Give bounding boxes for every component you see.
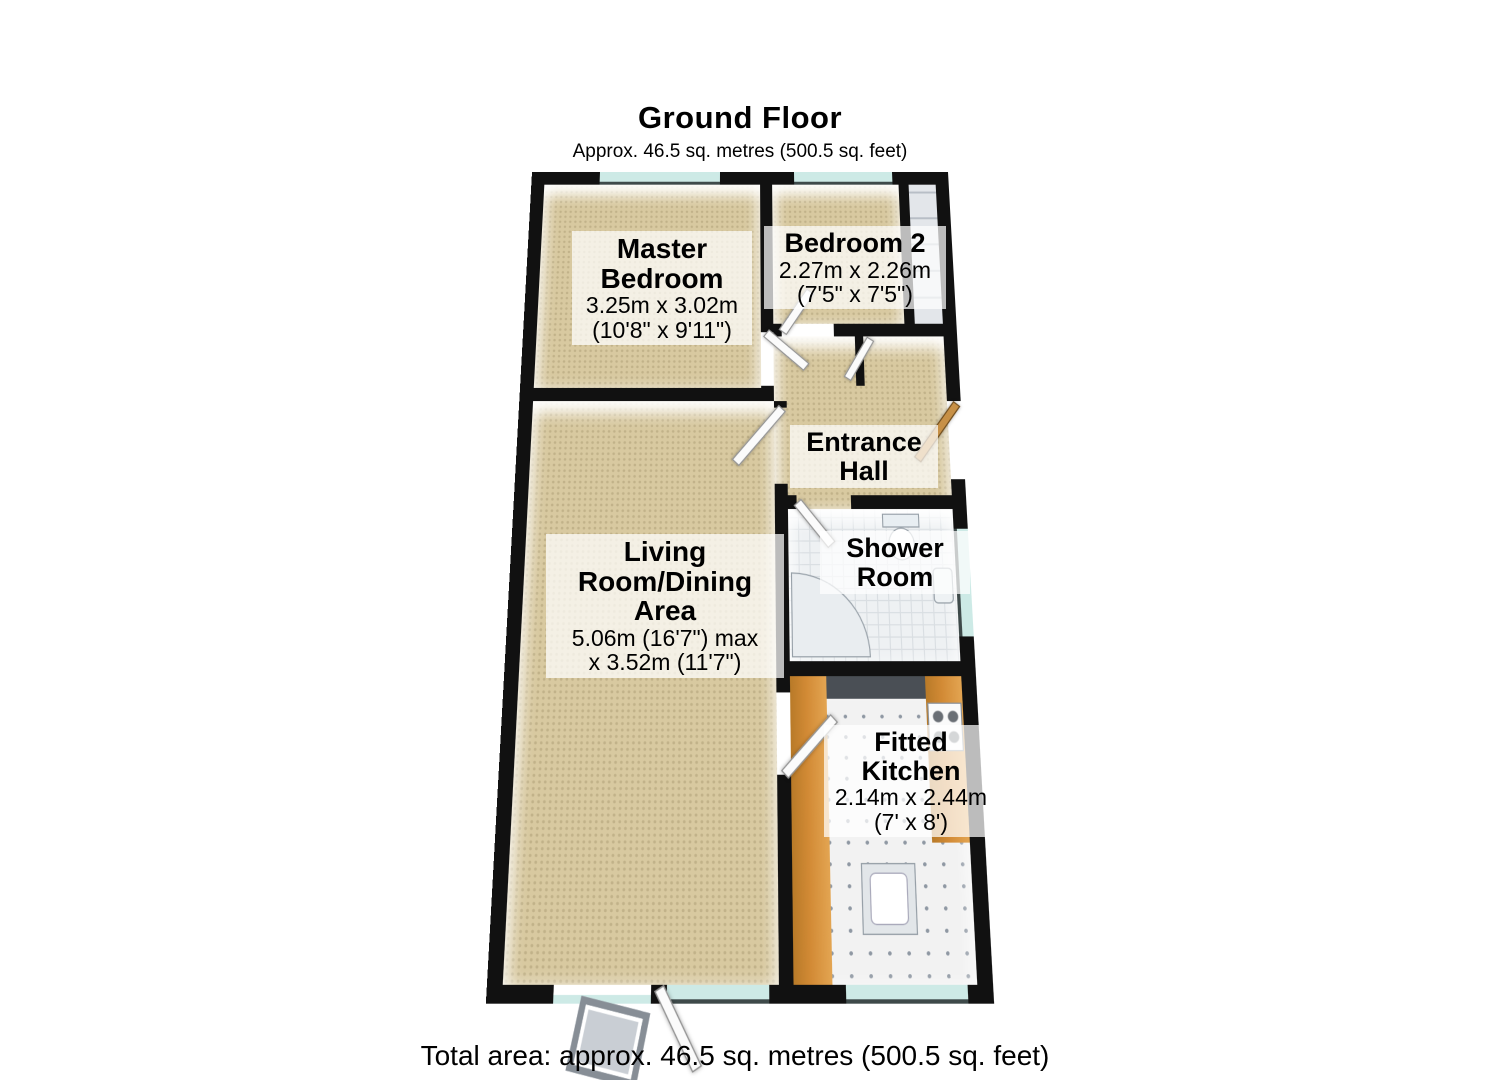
wall-living-right-c (777, 774, 794, 985)
page-subtitle: Approx. 46.5 sq. metres (500.5 sq. feet) (572, 141, 908, 162)
room-living-room (502, 401, 779, 985)
room-label-fitted-kitchen: Fitted Kitchen 2.14m x 2.44m (7' x 8') (824, 725, 998, 837)
room-name: Shower (846, 533, 944, 563)
room-name: Kitchen (861, 755, 961, 786)
room-dimensions: 5.06m (16'7") max (571, 625, 759, 652)
room-name: Room (856, 561, 934, 592)
room-dimensions: (7'5" x 7'5") (797, 280, 913, 307)
room-name: Bedroom 2 (784, 228, 926, 258)
room-label-shower-room: Shower Room (820, 531, 970, 595)
room-name: Living (623, 536, 707, 567)
plan-header: Ground Floor Approx. 46.5 sq. metres (50… (0, 100, 1480, 163)
total-area-label: Total area: approx. 46.5 sq. metres (500… (420, 1040, 1050, 1071)
page-title: Ground Floor (637, 100, 843, 135)
room-label-bedroom2: Bedroom 2 2.27m x 2.26m (7'5" x 7'5") (764, 226, 946, 310)
room-dimensions: (10'8" x 9'11") (592, 316, 732, 343)
room-name: Fitted (874, 727, 948, 757)
window-bedroom2 (794, 172, 893, 185)
kitchen-sink-basin (869, 872, 910, 926)
room-name: Area (633, 595, 697, 627)
room-label-master-bedroom: Master Bedroom 3.25m x 3.02m (10'8" x 9'… (572, 231, 752, 346)
window-master-bedroom (599, 172, 720, 185)
room-dimensions: 2.14m x 2.44m (834, 784, 988, 811)
room-name: Bedroom (600, 262, 724, 294)
room-dimensions: 2.27m x 2.26m (778, 256, 932, 283)
room-name: Entrance (806, 427, 922, 457)
room-name: Master (616, 233, 708, 264)
kitchen-worktop (826, 676, 926, 699)
wall-shower-bottom (789, 661, 976, 677)
room-dimensions: 3.25m x 3.02m (585, 292, 739, 319)
window-kitchen (845, 984, 969, 1004)
wall-master-bottom (533, 387, 774, 402)
room-label-entrance-hall: Entrance Hall (790, 425, 938, 489)
window-living-room (666, 984, 770, 1004)
room-name: Room/Dining (577, 565, 753, 597)
room-dimensions: (7' x 8') (874, 808, 948, 835)
wall-shower-top-b (850, 495, 967, 510)
room-dimensions: x 3.52m (11'7") (588, 649, 742, 676)
room-label-living-room: Living Room/Dining Area 5.06m (16'7") ma… (546, 534, 784, 678)
toilet-cistern (881, 513, 920, 528)
wall-bedroom2-bottom-b (833, 323, 958, 337)
room-name: Hall (839, 455, 889, 486)
